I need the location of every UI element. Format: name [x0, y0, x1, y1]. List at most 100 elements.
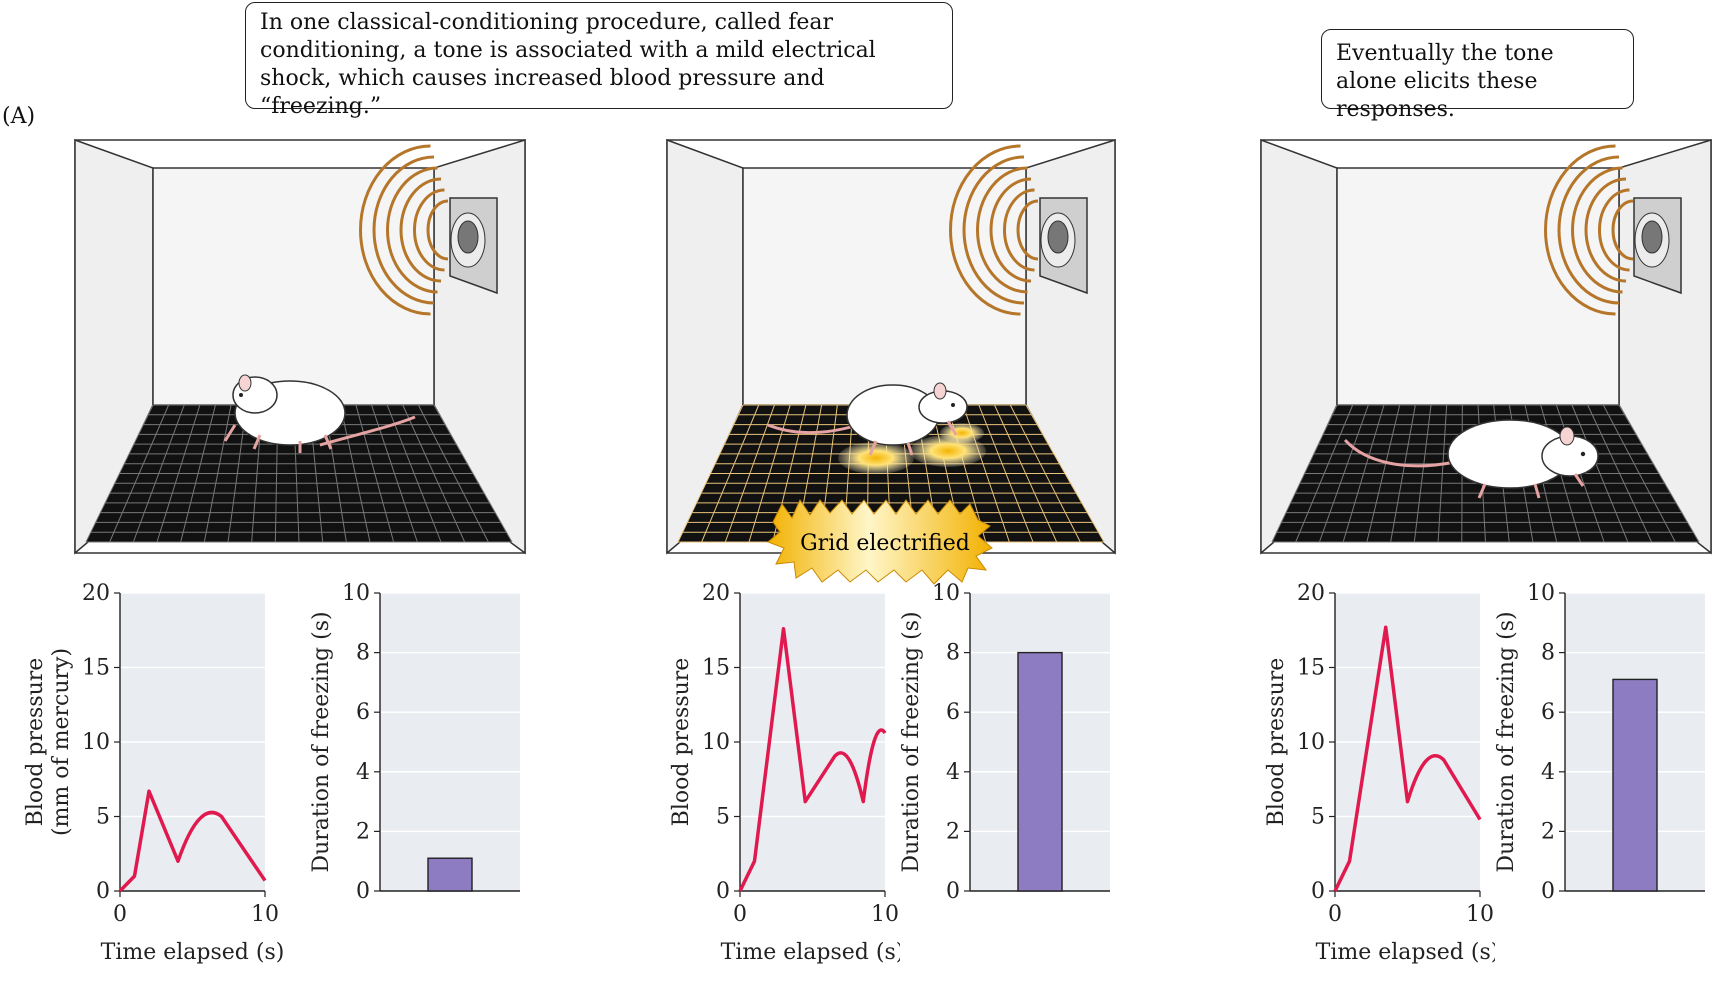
y-tick-label: 8	[946, 641, 960, 666]
y-axis-label: Blood pressure	[669, 658, 694, 827]
x-axis-label: Time elapsed (s)	[1316, 940, 1495, 965]
y-tick-label: 8	[1541, 641, 1555, 666]
chamber-tone-shock	[666, 138, 1116, 555]
x-axis-label: Time elapsed (s)	[721, 940, 900, 965]
y-tick-label: 5	[716, 805, 730, 830]
y-tick-label: 10	[1297, 730, 1325, 755]
shock-badge-label: Grid electrified	[800, 531, 970, 556]
y-tick-label: 8	[356, 641, 370, 666]
floor-grid-lines	[1271, 404, 1700, 543]
y-axis-label: Duration of freezing (s)	[309, 611, 334, 872]
sound-waves	[359, 144, 449, 316]
callout-tone-alone-text: Eventually the tone alone elicits these …	[1336, 41, 1554, 122]
shock-spark-icon: Grid electrified	[767, 498, 993, 585]
sound-wave-arc	[962, 155, 1025, 305]
y-tick-label: 0	[1311, 879, 1325, 904]
x-tick-label: 10	[251, 902, 279, 927]
x-tick-label: 0	[733, 902, 747, 927]
y-axis-label: Blood pressure	[23, 658, 48, 827]
freezing-bar	[1017, 651, 1063, 892]
sound-waves	[949, 144, 1039, 316]
x-tick-label: 0	[1328, 902, 1342, 927]
sound-wave-arc	[1584, 177, 1627, 283]
y-axis-label: Duration of freezing (s)	[1494, 611, 1519, 872]
chamber-tone-only	[74, 138, 526, 555]
x-tick-label: 10	[1466, 902, 1494, 927]
blood-pressure-line	[1333, 625, 1482, 892]
sound-wave-arc	[1016, 199, 1039, 261]
sound-wave-arc	[413, 188, 445, 272]
y-axis-label: Blood pressure	[1264, 658, 1289, 827]
y-tick-label: 2	[946, 819, 960, 844]
y-tick-label: 10	[702, 730, 730, 755]
y-tick-label: 0	[716, 879, 730, 904]
sound-wave-arc	[1557, 155, 1620, 305]
sound-wave-arc	[399, 177, 442, 283]
y-tick-label: 0	[1541, 879, 1555, 904]
y-tick-label: 10	[1527, 581, 1555, 606]
sound-wave-arc	[372, 155, 435, 305]
x-axis-label: Time elapsed (s)	[101, 940, 285, 965]
y-tick-label: 0	[356, 879, 370, 904]
x-tick-label: 10	[871, 902, 899, 927]
speaker-icon	[449, 197, 498, 295]
y-tick-label: 10	[932, 581, 960, 606]
y-tick-label: 4	[356, 760, 370, 785]
y-axis-label-units: (mm of mercury)	[49, 648, 74, 836]
sound-wave-arc	[976, 166, 1028, 294]
rat-icon	[1343, 419, 1599, 499]
shock-glow	[838, 442, 914, 474]
y-tick-label: 0	[96, 879, 110, 904]
y-tick-label: 15	[1297, 656, 1325, 681]
y-tick-label: 15	[702, 656, 730, 681]
freezing-bar	[427, 857, 473, 892]
y-tick-label: 6	[1541, 700, 1555, 725]
y-tick-label: 10	[342, 581, 370, 606]
y-tick-label: 20	[1297, 581, 1325, 606]
chamber-tone-alone	[1260, 138, 1712, 555]
blood-pressure-line	[738, 627, 887, 892]
y-tick-label: 4	[946, 760, 960, 785]
plot-background	[380, 593, 520, 891]
y-tick-label: 2	[356, 819, 370, 844]
sound-wave-arc	[1571, 166, 1623, 294]
y-tick-label: 20	[82, 581, 110, 606]
shock-glow	[910, 435, 986, 467]
y-tick-label: 10	[82, 730, 110, 755]
sound-waves	[1544, 144, 1634, 316]
y-tick-label: 6	[356, 700, 370, 725]
rat-icon	[767, 382, 968, 456]
sound-wave-arc	[989, 177, 1032, 283]
panel-label: (A)	[2, 104, 36, 129]
callout-fear-conditioning-text: In one classical-conditioning procedure,…	[260, 10, 876, 119]
y-tick-label: 5	[96, 805, 110, 830]
sound-wave-arc	[1598, 188, 1630, 272]
y-tick-label: 2	[1541, 819, 1555, 844]
sound-wave-arc	[386, 166, 438, 294]
callout-tone-alone: Eventually the tone alone elicits these …	[1321, 29, 1634, 122]
callout-fear-conditioning: In one classical-conditioning procedure,…	[245, 2, 953, 119]
sound-wave-arc	[359, 144, 431, 316]
sound-wave-arc	[1003, 188, 1035, 272]
blood-pressure-line	[118, 789, 267, 893]
sound-wave-arc	[949, 144, 1021, 316]
speaker-icon	[1633, 197, 1682, 295]
y-tick-label: 20	[702, 581, 730, 606]
y-tick-label: 6	[946, 700, 960, 725]
y-tick-label: 15	[82, 656, 110, 681]
speaker-icon	[1039, 197, 1088, 295]
y-tick-label: 0	[946, 879, 960, 904]
rat-icon	[223, 374, 416, 453]
freezing-bar	[1612, 678, 1658, 892]
sound-wave-arc	[1544, 144, 1616, 316]
y-tick-label: 5	[1311, 805, 1325, 830]
y-tick-label: 4	[1541, 760, 1555, 785]
sound-wave-arc	[426, 199, 449, 261]
